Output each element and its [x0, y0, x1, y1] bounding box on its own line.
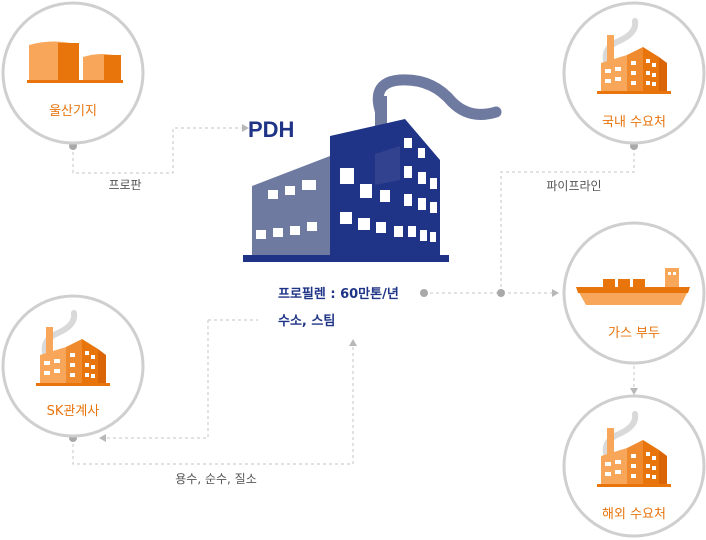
- node-label: 가스 부두: [608, 326, 660, 341]
- storage-tank-icon: [27, 41, 123, 83]
- arrow-up-icon: [349, 339, 357, 346]
- pdh-plant: PDH 프로필렌 : 60만톤/년 수소, 스팀: [243, 74, 502, 329]
- node-sk-affiliates: SK관계사: [1, 294, 145, 438]
- node-ulsan-base: 울산기지: [1, 1, 145, 145]
- pdh-output-line: 수소, 스팀: [278, 314, 335, 329]
- node-gas-dock: 가스 부두: [562, 221, 706, 365]
- pdh-factory-icon: [243, 74, 502, 262]
- pdh-output-line: 프로필렌 : 60만톤/년: [278, 286, 399, 302]
- node-domestic-demand: 국내 수요처: [562, 1, 706, 145]
- connector-dot: [420, 289, 428, 297]
- node-label: SK관계사: [47, 404, 100, 419]
- connector-utilities-sk: [72, 319, 354, 465]
- connector-pipeline-to-domestic: [500, 146, 635, 293]
- edge-label-pipeline: 파이프라인: [546, 179, 601, 193]
- connector-dot: [497, 289, 505, 297]
- arrow-right-icon: [552, 289, 559, 297]
- node-label: 울산기지: [49, 104, 97, 119]
- edge-label-propane: 프로판: [108, 178, 141, 192]
- arrow-left-icon: [99, 434, 106, 442]
- pdh-title: PDH: [248, 117, 294, 142]
- arrow-right-icon: [242, 124, 249, 132]
- ship-icon: [576, 268, 690, 305]
- node-label: 국내 수요처: [602, 115, 666, 130]
- connector-ulsan-to-pdh: [72, 127, 242, 174]
- node-overseas-demand: 해외 수요처: [562, 394, 706, 538]
- node-label: 해외 수요처: [602, 507, 666, 522]
- edge-label-utilities: 용수, 순수, 질소: [175, 472, 257, 486]
- arrow-down-icon: [630, 388, 638, 395]
- arrowheads: [99, 124, 638, 442]
